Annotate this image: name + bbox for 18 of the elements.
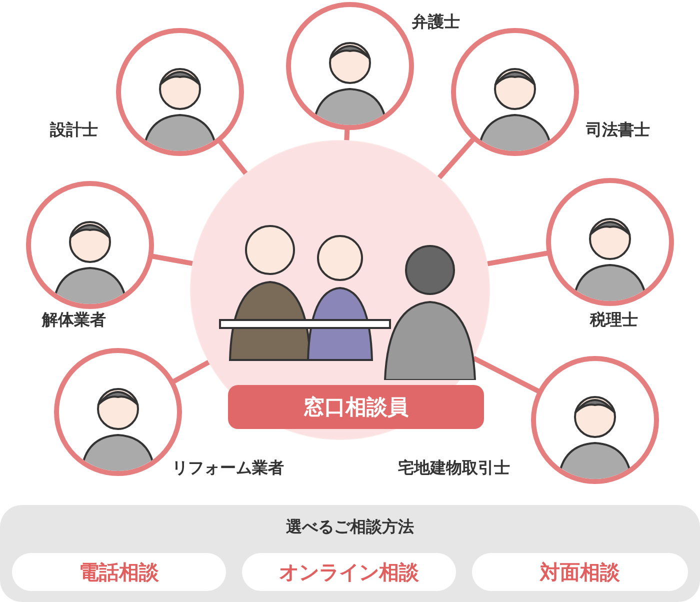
- connector-line: [217, 138, 249, 176]
- profession-label: 宅地建物取引士: [398, 458, 510, 479]
- methods-panel: [0, 505, 700, 602]
- profession-label: 設計士: [50, 120, 98, 141]
- profession-label: リフォーム業者: [172, 458, 284, 479]
- connector-line: [150, 254, 195, 266]
- profession-label: 司法書士: [586, 120, 650, 141]
- connector-line: [485, 250, 550, 267]
- method-pill: 対面相談: [472, 553, 688, 591]
- connector-line: [171, 359, 212, 384]
- role-label: 窓口相談員: [228, 385, 484, 429]
- method-pill: 電話相談: [12, 553, 226, 591]
- connector-line: [436, 136, 476, 181]
- profession-label: 解体業者: [42, 310, 106, 331]
- method-pill: オンライン相談: [242, 553, 456, 591]
- panel-heading: 選べるご相談方法: [285, 517, 415, 538]
- profession-label: 弁護士: [412, 12, 460, 33]
- profession-label: 税理士: [590, 310, 638, 331]
